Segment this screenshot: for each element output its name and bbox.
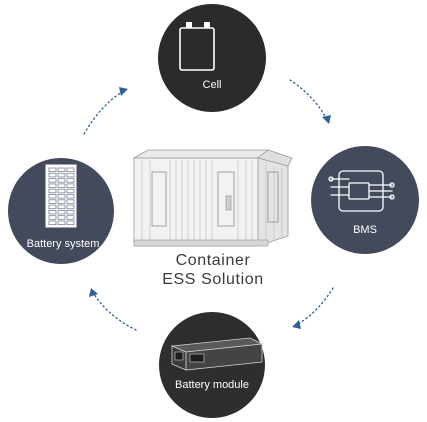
rack-slot [48, 188, 57, 194]
rack-slot [48, 215, 57, 220]
cycle-arrows [83, 79, 334, 331]
arrow-system-to-cell-head [119, 87, 128, 96]
rack-slot [57, 167, 66, 172]
rack-slot [48, 220, 57, 225]
rack-slot [48, 194, 57, 199]
rack-slot [57, 204, 66, 210]
rack-slot [66, 220, 75, 225]
battery-module-icon [170, 337, 264, 371]
rack-slot [48, 209, 57, 215]
rack-slot [48, 172, 57, 178]
arrow-bms-to-module-head [292, 320, 301, 329]
arrow-bms-to-module [297, 287, 334, 325]
battery-cell-icon [179, 22, 215, 71]
rack-slot [66, 199, 75, 204]
center-title-line2: ESS Solution [162, 271, 263, 288]
cell-node-circle [158, 4, 266, 112]
rack-slot [66, 209, 75, 215]
rack-slot [66, 188, 75, 194]
rack-slot [66, 178, 75, 183]
rack-slot [66, 183, 75, 188]
rack-slot [66, 194, 75, 199]
rack-slot [48, 183, 57, 188]
node-bms: BMS [311, 146, 419, 254]
rack-slot [66, 172, 75, 178]
rack-slot [57, 209, 66, 215]
rack-slot [66, 204, 75, 210]
rack-slot [66, 215, 75, 220]
bms-label: BMS [353, 224, 377, 236]
rack-slot [57, 183, 66, 188]
arrow-module-to-system-head [89, 288, 98, 297]
rack-slot [48, 167, 57, 172]
rack-slot [57, 194, 66, 199]
rack-slot [48, 204, 57, 210]
container-illustration [132, 149, 293, 247]
rack-slot [57, 199, 66, 204]
rack-slot [57, 215, 66, 220]
node-battery-module: Battery module [159, 312, 265, 418]
node-battery-system: Battery system [8, 158, 114, 264]
circuit-board-icon [328, 170, 395, 212]
battery-system-label: Battery system [27, 238, 100, 250]
battery-rack-icon [45, 164, 77, 228]
rack-slot [57, 172, 66, 178]
rack-slot [57, 220, 66, 225]
battery-module-label: Battery module [175, 379, 249, 391]
cell-label: Cell [203, 79, 222, 91]
rack-slot [48, 199, 57, 204]
arrow-cell-to-bms-head [322, 115, 331, 124]
center-title-line1: Container [176, 252, 251, 269]
arrow-system-to-cell [83, 91, 123, 135]
rack-slot [48, 178, 57, 183]
node-cell: Cell [158, 4, 266, 112]
arrow-module-to-system [93, 293, 137, 331]
rack-slot [57, 188, 66, 194]
rack-slot [57, 178, 66, 183]
bms-node-circle [311, 146, 419, 254]
rack-slot [66, 167, 75, 172]
arrow-cell-to-bms [289, 79, 327, 119]
